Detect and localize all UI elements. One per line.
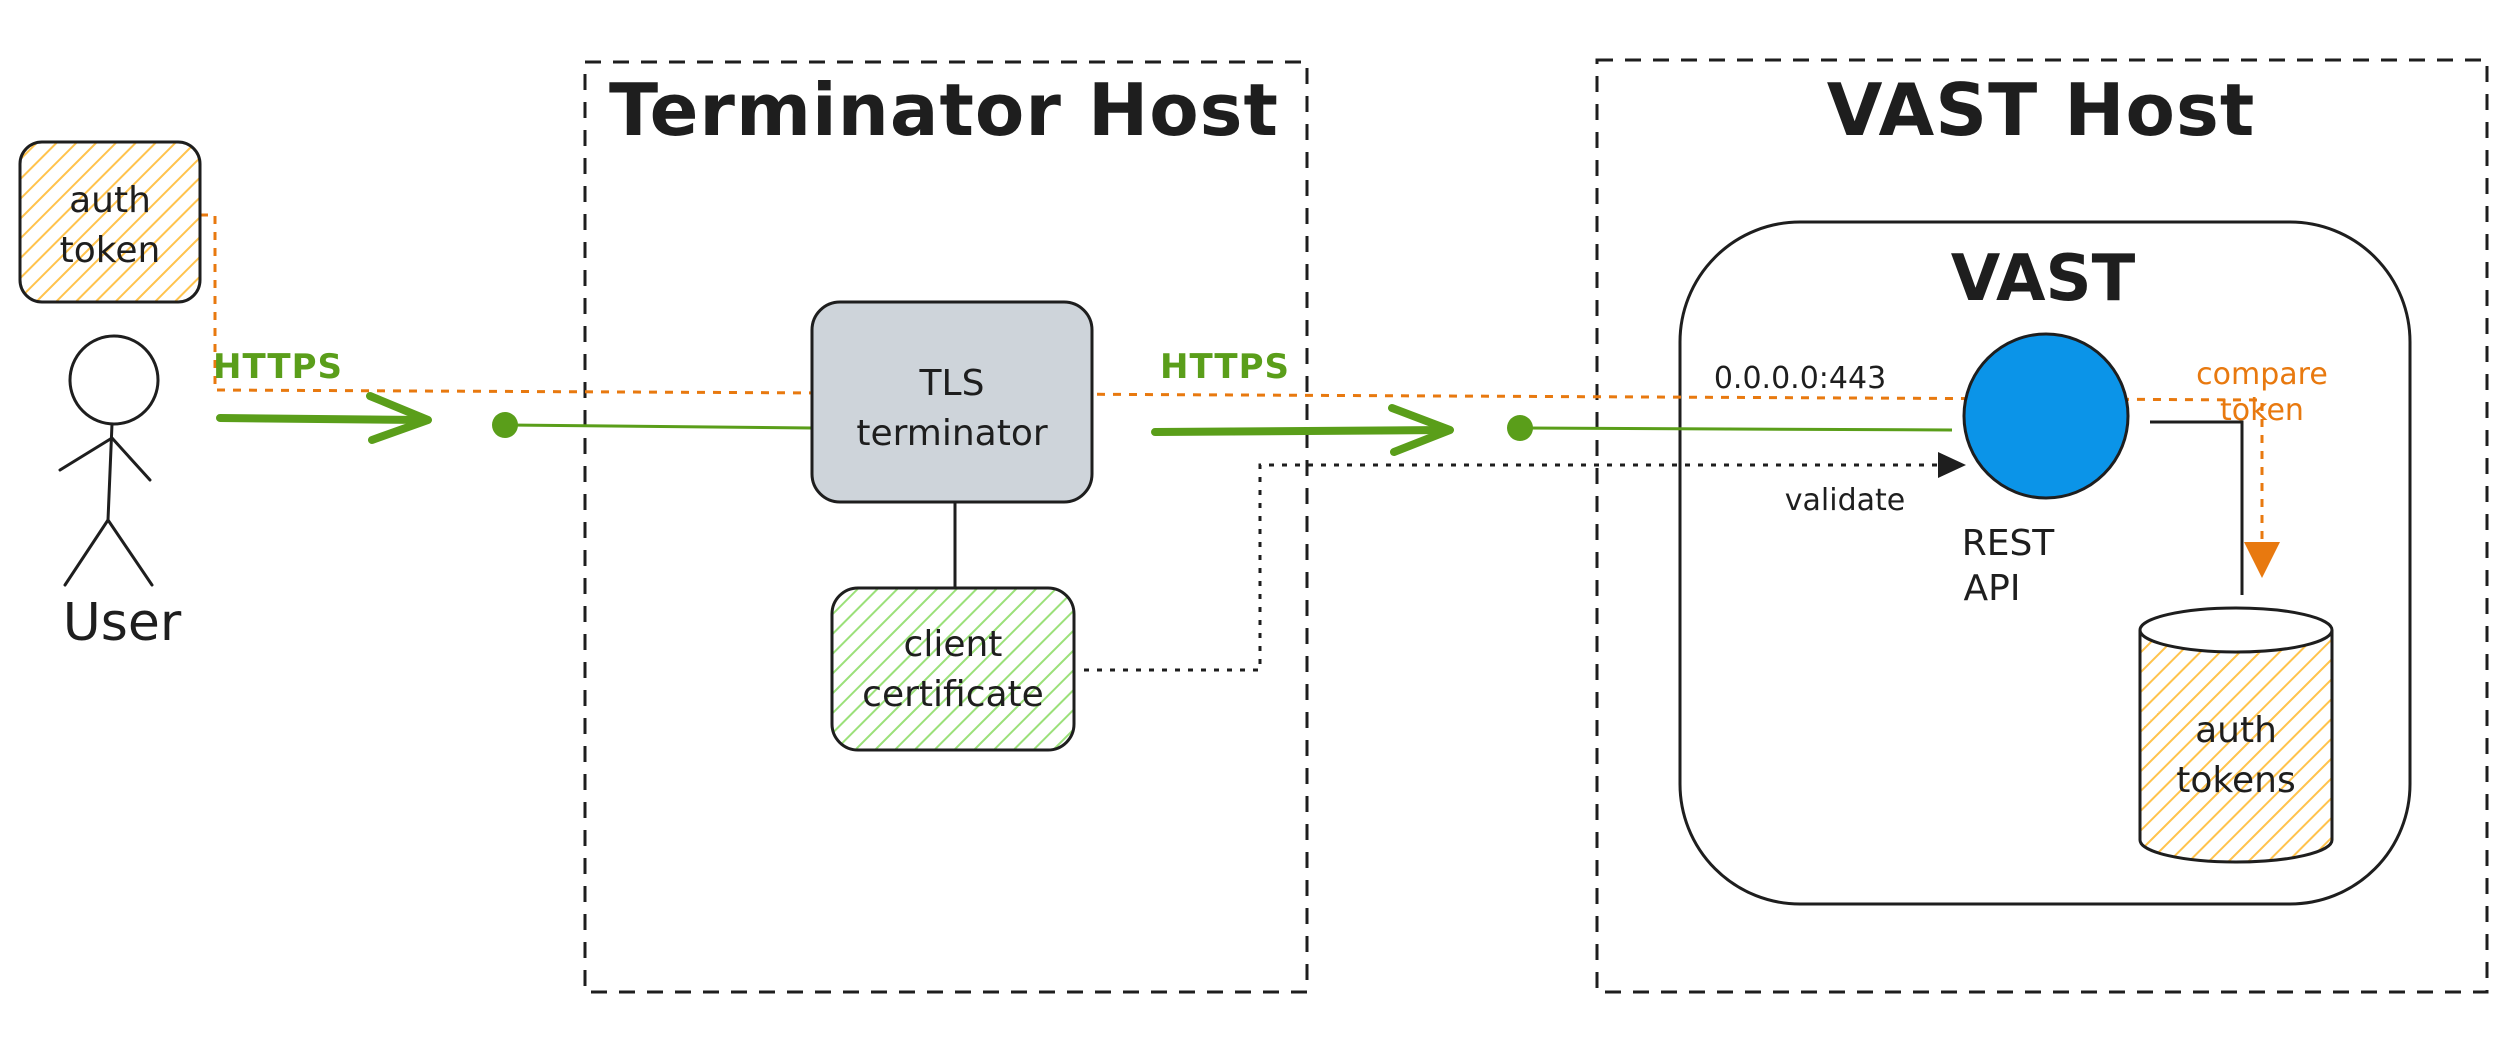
auth-token-line1: auth xyxy=(69,180,151,221)
client-certificate-line2: certificate xyxy=(862,674,1044,715)
listen-address: 0.0.0.0:443 xyxy=(1714,361,1886,396)
validate-path xyxy=(1084,452,1966,672)
client-certificate-line1: client xyxy=(904,624,1003,665)
terminator-host-title: Terminator Host xyxy=(609,68,1279,152)
auth-tokens-line1: auth xyxy=(2195,710,2277,751)
connector-right xyxy=(1507,415,1953,441)
user-label: User xyxy=(63,593,182,653)
tls-terminator-line1: TLS xyxy=(919,363,985,404)
token-flow-line xyxy=(200,213,2280,578)
user-stick-figure-icon xyxy=(58,334,160,587)
https-arrow-left xyxy=(216,392,432,444)
api-to-tokens-line xyxy=(2150,420,2244,595)
https-label-right: HTTPS xyxy=(1160,347,1290,387)
auth-token-line2: token xyxy=(60,230,161,271)
vast-title: VAST xyxy=(1951,242,2136,316)
compare-label-line1: compare xyxy=(2196,357,2328,392)
terminator-host-boundary xyxy=(583,60,1309,994)
auth-tokens-line2: tokens xyxy=(2176,760,2295,801)
rest-api-line1: REST xyxy=(1962,523,2056,564)
tls-terminator-box xyxy=(810,300,1094,504)
connector-left xyxy=(492,412,813,438)
auth-token-note xyxy=(18,140,202,304)
https-label-left: HTTPS xyxy=(213,347,343,387)
rest-api-node xyxy=(1962,332,2130,500)
tls-terminator-line2: terminator xyxy=(856,413,1048,454)
auth-tokens-database-icon xyxy=(2138,606,2334,864)
rest-api-line2: API xyxy=(1964,568,2021,609)
client-certificate-box xyxy=(830,586,1076,752)
validate-label: validate xyxy=(1785,483,1905,518)
vast-host-boundary xyxy=(1595,58,2489,994)
https-arrow-right xyxy=(1151,404,1454,456)
vast-host-title: VAST Host xyxy=(1827,68,2256,152)
